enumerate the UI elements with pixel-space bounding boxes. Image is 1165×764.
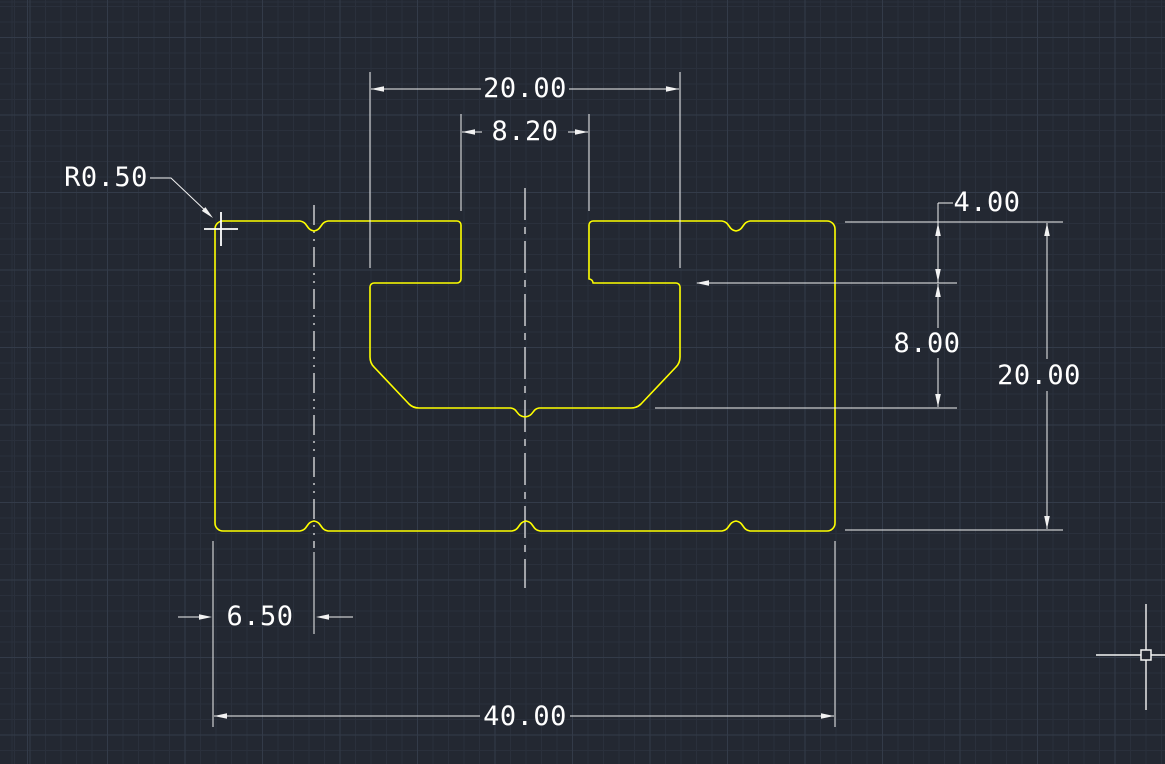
dim-text-opening-width: 8.20: [491, 116, 558, 147]
dim-text-overall-height: 20.00: [997, 360, 1081, 391]
crosshair-cursor: [1096, 604, 1165, 710]
dim-cavity-width: 20.00: [369, 72, 681, 268]
dim-overall-width: 40.00: [212, 541, 836, 732]
dim-text-opening-depth: 4.00: [953, 187, 1020, 218]
part-outline: [214, 220, 836, 532]
arrowhead-down-icon: [1044, 516, 1050, 529]
feature-arrowhead-icon: [696, 280, 709, 286]
dim-overall-height: 20.00: [845, 223, 1081, 531]
arrowhead-up-icon: [935, 284, 941, 297]
arrowhead-left-icon: [214, 713, 227, 719]
dim-text-overall-width: 40.00: [483, 701, 567, 732]
arrowhead-up-icon: [935, 223, 941, 236]
dim-text-cavity-depth: 8.00: [893, 328, 960, 359]
leader-arrowhead-icon: [201, 207, 213, 218]
dim-text-notch-offset: 6.50: [226, 601, 293, 632]
point-marker-cross: [204, 212, 238, 246]
arrowhead-left-icon: [462, 129, 475, 135]
arrowhead-right-icon: [821, 713, 834, 719]
arrowhead-left-icon: [371, 86, 384, 92]
arrowhead-right-icon: [575, 129, 588, 135]
centerlines: [313, 188, 526, 588]
arrowhead-right-icon: [199, 614, 212, 620]
pickbox: [1140, 649, 1152, 661]
arrowhead-right-icon: [666, 86, 679, 92]
leader-fillet-radius: R0.50: [64, 162, 213, 218]
dim-opening-depth: 4.00: [696, 187, 1063, 286]
dim-cavity-depth: 8.00: [655, 284, 960, 409]
arrowhead-down-icon: [935, 269, 941, 282]
arrowhead-up-icon: [1044, 223, 1050, 236]
dim-notch-offset: 6.50: [178, 552, 353, 634]
arrowhead-down-icon: [935, 394, 941, 407]
arrowhead-left-icon: [316, 614, 329, 620]
dim-text-cavity-width: 20.00: [483, 73, 567, 104]
dim-text-fillet-radius: R0.50: [64, 162, 148, 193]
dim-opening-width: 8.20: [460, 114, 590, 211]
